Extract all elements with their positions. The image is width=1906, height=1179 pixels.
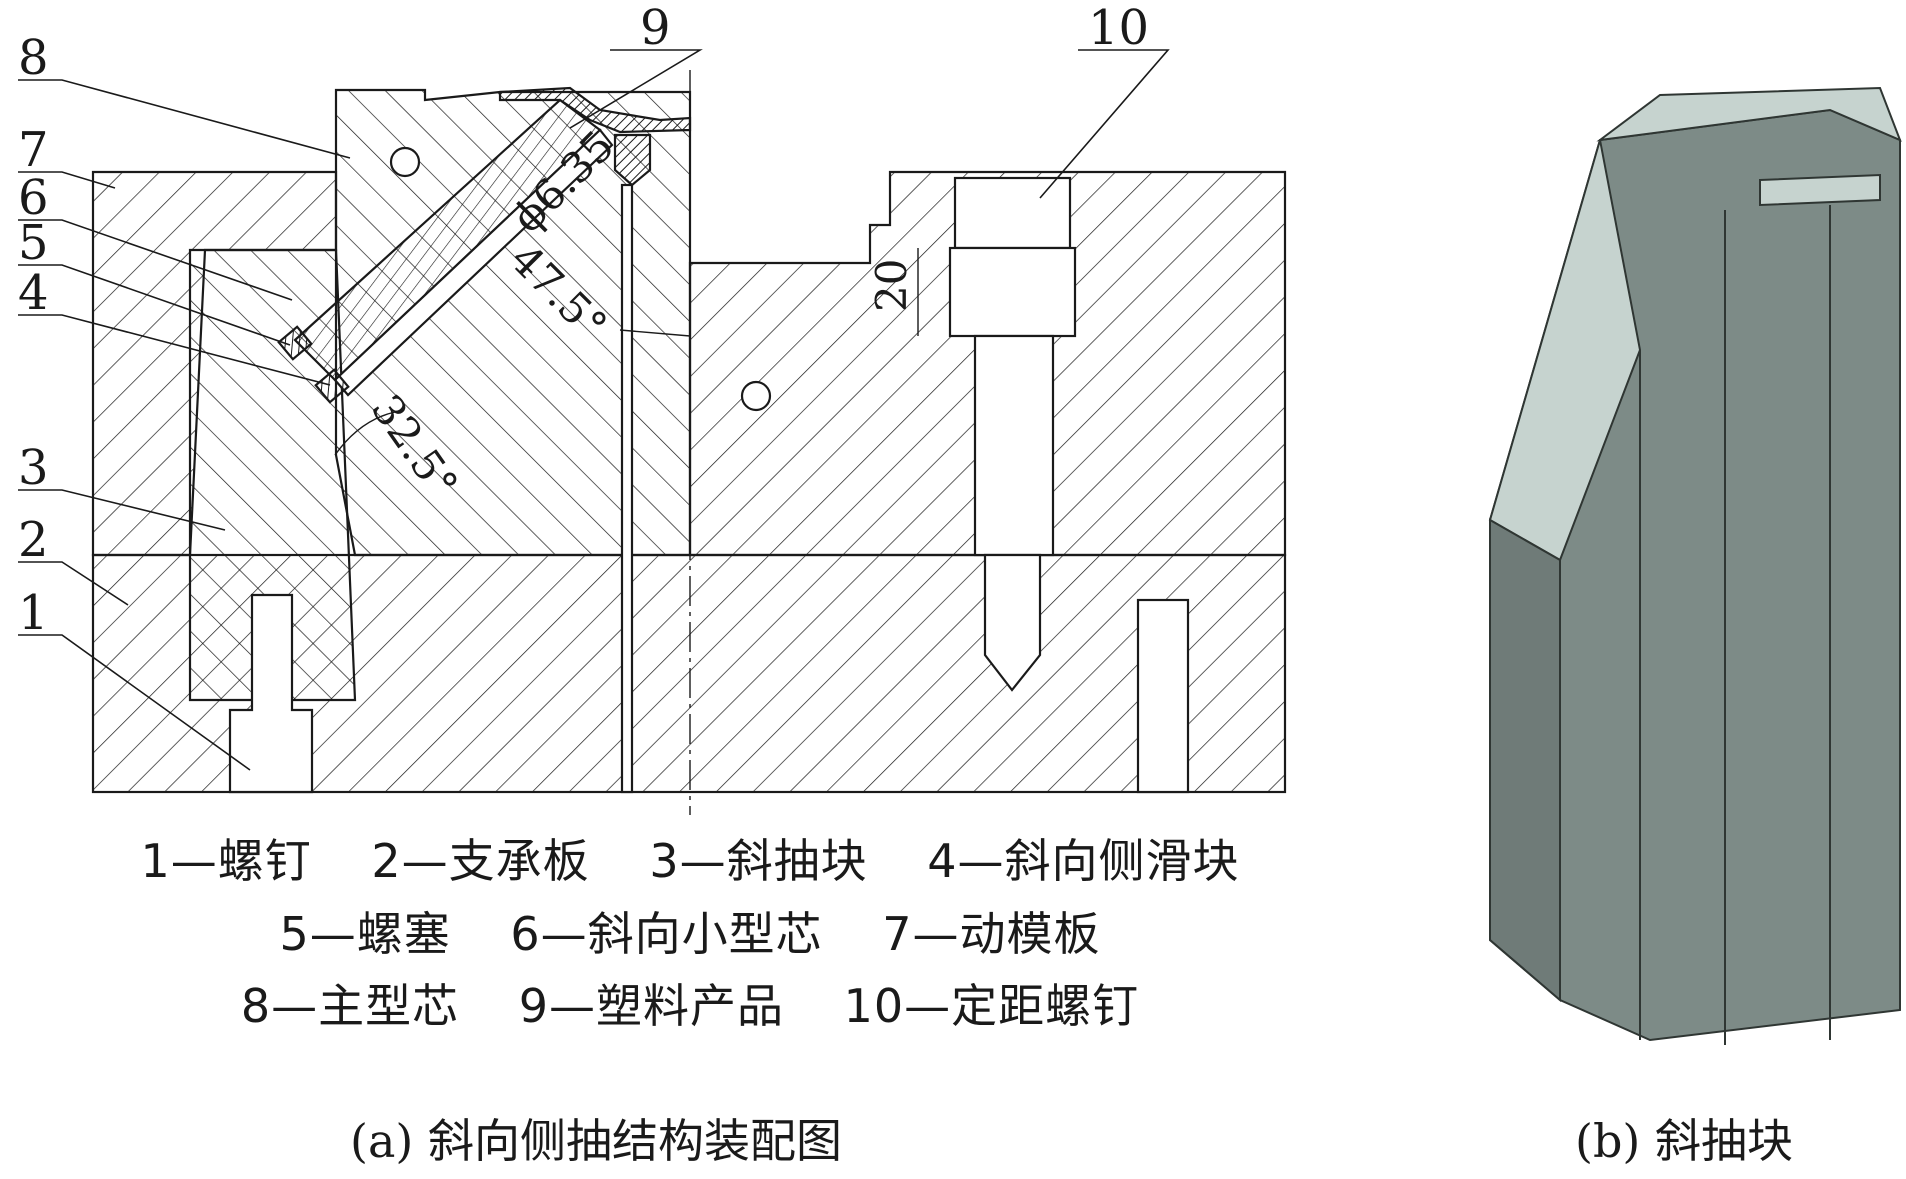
legend-item: 3—斜抽块	[649, 834, 868, 888]
ejector-pin	[620, 183, 634, 794]
legend-row-3: 8—主型芯 9—塑料产品 10—定距螺钉	[0, 970, 1380, 1036]
leader-2	[18, 561, 129, 606]
assembly-drawing	[91, 70, 1287, 815]
leader-3	[18, 489, 226, 531]
leader-4	[18, 314, 331, 386]
callout-7: 7	[18, 122, 49, 178]
guide-pin	[1136, 598, 1190, 794]
product-nub	[613, 133, 652, 187]
legend-item: 2—支承板	[371, 834, 590, 888]
legend-item: 4—斜向侧滑块	[927, 834, 1240, 888]
spacing-screw-head	[953, 176, 1072, 250]
callout-6: 6	[18, 170, 49, 226]
screw-plug-2	[314, 368, 350, 404]
screw-plug-1	[277, 325, 313, 361]
legend-item: 7—动模板	[882, 907, 1101, 961]
callout-3: 3	[18, 440, 49, 496]
inclined-block-3d	[1488, 86, 1902, 1045]
callouts: 8 7 6 5 4 3 2 1 9 10	[18, 0, 1149, 641]
dim-depth: 20	[867, 259, 916, 312]
part-left-face	[1489, 518, 1561, 1003]
caption-a: (a) 斜向侧抽结构装配图	[350, 1114, 842, 1168]
callout-8: 8	[18, 30, 49, 86]
pin-hole-right	[740, 380, 772, 412]
screw-1	[228, 593, 314, 794]
pin-hole-left	[389, 146, 421, 178]
part-groove	[1759, 173, 1881, 207]
callout-2: 2	[18, 512, 49, 568]
dim-arc-lower	[334, 411, 396, 456]
spacing-screw-counterbore	[948, 246, 1077, 338]
callout-1: 1	[18, 585, 49, 641]
dim-line-angle	[619, 329, 691, 337]
spacing-screw-shank	[973, 334, 1055, 557]
leader-1	[18, 634, 251, 771]
legend-item: 10—定距螺钉	[843, 979, 1140, 1033]
legend-row-2: 5—螺塞 6—斜向小型芯 7—动模板	[0, 898, 1380, 964]
legend-item: 1—螺钉	[140, 834, 312, 888]
leader-9	[569, 49, 703, 129]
legend-item: 8—主型芯	[240, 979, 460, 1033]
part-top-face	[1596, 86, 1902, 142]
callout-10: 10	[1088, 0, 1149, 56]
legend-item: 6—斜向小型芯	[510, 907, 823, 961]
leader-5	[18, 264, 291, 346]
leader-7	[18, 171, 116, 189]
caption-b: (b) 斜抽块	[1575, 1114, 1793, 1168]
legend-item: 5—螺塞	[279, 907, 451, 961]
callout-4: 4	[18, 265, 49, 321]
leader-lines	[18, 49, 1170, 771]
leader-6	[18, 219, 293, 301]
callout-9: 9	[640, 0, 671, 56]
leader-10	[1039, 49, 1170, 199]
legend-row-1: 1—螺钉 2—支承板 3—斜抽块 4—斜向侧滑块	[0, 825, 1380, 891]
legend-item: 9—塑料产品	[518, 979, 784, 1033]
callout-5: 5	[18, 215, 49, 271]
leader-8	[18, 79, 351, 159]
inclined-pull-block	[188, 248, 357, 702]
spacing-screw-tip	[983, 553, 1042, 692]
